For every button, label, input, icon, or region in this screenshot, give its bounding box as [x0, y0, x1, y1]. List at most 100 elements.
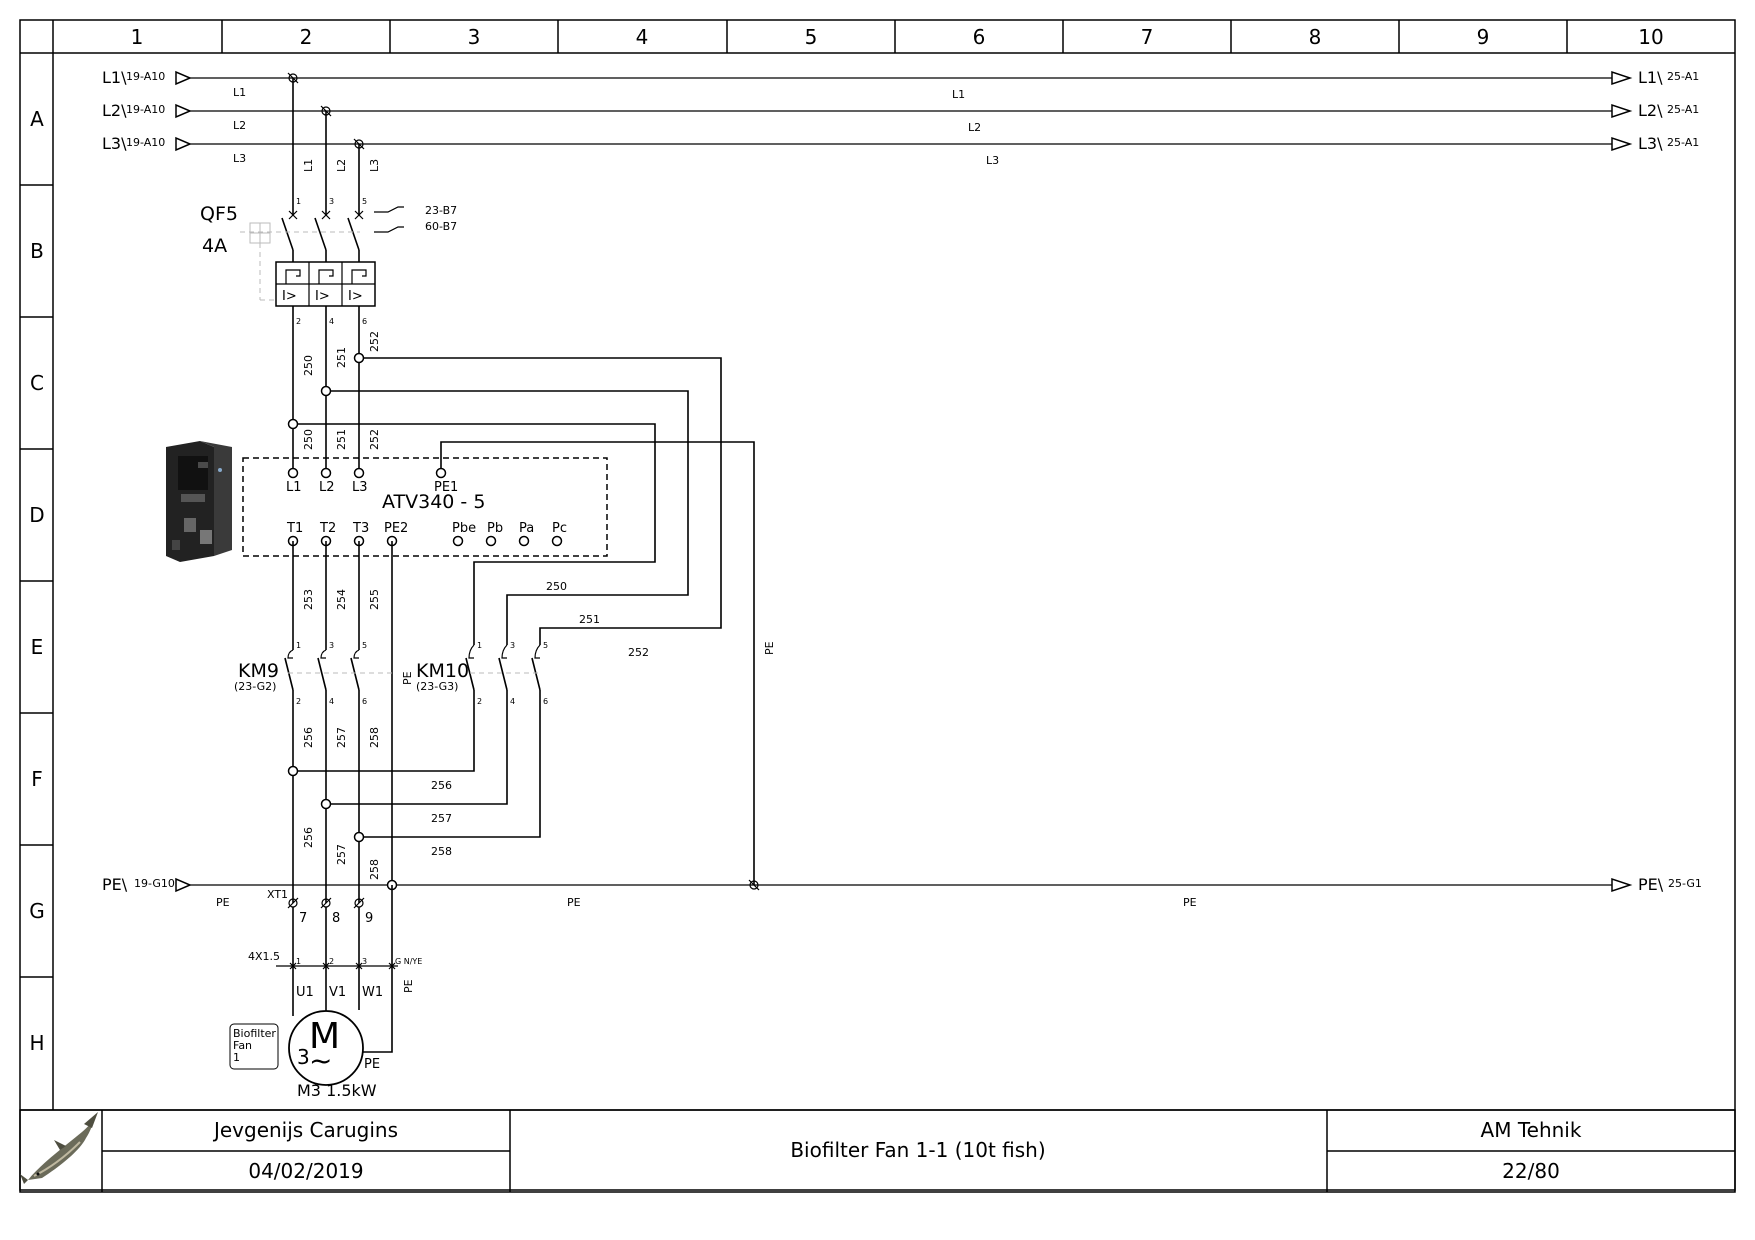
l3-output-ref: 25-A1 [1667, 136, 1699, 149]
drive-terminal-label: PE2 [384, 521, 408, 536]
drive-terminal-label: PE1 [434, 480, 458, 495]
l1-input-label: L1\ [102, 68, 127, 87]
busbar-tap-cross [287, 72, 365, 150]
l3-input-label: L3\ [102, 134, 127, 153]
drive-terminal-label: T2 [319, 521, 336, 536]
l1-output-label: L1\ [1638, 68, 1663, 87]
motor-symbol: M [309, 1016, 340, 1057]
bus-wire-label: L1 [233, 86, 246, 99]
l1-output-ref: 25-A1 [1667, 70, 1699, 83]
wire-number: 258 [431, 845, 452, 858]
pin-number: 3 [510, 641, 515, 650]
title-block: Jevgenijs Carugins 04/02/2019 Biofilter … [19, 1109, 1736, 1193]
pe-input-arrow [175, 877, 192, 893]
wire-number: 256 [302, 727, 315, 748]
pin-number: 1 [296, 641, 301, 650]
l2-input-ref: 19-A10 [126, 103, 165, 116]
bus-wire-label: PE [567, 896, 581, 909]
wire-number: 251 [335, 347, 348, 368]
wire-number: 258 [368, 727, 381, 748]
supply-busbars [175, 70, 1633, 893]
bus-wire-label: L2 [968, 121, 981, 134]
l2-output-ref: 25-A1 [1667, 103, 1699, 116]
drive-terminal-label: Pb [487, 521, 503, 536]
pe-input-ref: 19-G10 [134, 877, 175, 890]
wire-number: 254 [335, 589, 348, 610]
drive-to-km9-wiring: 253 254 255 PE [292, 541, 414, 885]
l1-input-arrow [175, 70, 192, 86]
pin-number: 2 [477, 697, 482, 706]
pin-number: 2 [296, 317, 301, 326]
wire-number: 251 [335, 429, 348, 450]
motor-phases: 3 [297, 1045, 310, 1069]
column-label: 9 [1477, 25, 1490, 49]
row-label: D [29, 503, 44, 527]
bus-wire-label: L3 [986, 154, 999, 167]
motor-rating: M3 1.5kW [297, 1081, 377, 1100]
wire-number: 255 [368, 589, 381, 610]
drive-terminal-label: T1 [286, 521, 303, 536]
wire-number: 258 [368, 859, 381, 880]
fish-logo-icon [20, 1112, 98, 1184]
wire-number: 256 [302, 827, 315, 848]
pin-number: 3 [329, 641, 334, 650]
page-number: 22/80 [1502, 1159, 1560, 1183]
overcurrent-trip-symbol: I> [348, 289, 363, 304]
drive-product-image [166, 441, 232, 562]
column-label: 8 [1309, 25, 1322, 49]
row-labels: A B C D E F G H [29, 107, 45, 1055]
l1-input-ref: 19-A10 [126, 70, 165, 83]
supply-labels: L1\ 19-A10 L2\ 19-A10 L3\ 19-A10 PE\ 19-… [102, 68, 1702, 909]
bus-wire-label: L2 [233, 119, 246, 132]
tap-wire-label: L2 [335, 159, 348, 172]
column-label: 4 [636, 25, 649, 49]
pe-output-label: PE\ [1638, 875, 1664, 894]
row-label: F [31, 767, 43, 791]
aux-contact-ref: 60-B7 [425, 220, 457, 233]
l2-input-arrow [175, 103, 192, 119]
column-label: 6 [973, 25, 986, 49]
pin-number: 3 [329, 197, 334, 206]
wire-number: PE [763, 641, 776, 655]
contactor-ref: (23-G3) [416, 680, 458, 693]
wire-number: 257 [335, 727, 348, 748]
motor-cable: 4X1.5 1 2 3 G N/YE PE [248, 950, 422, 993]
column-label: 5 [805, 25, 818, 49]
bus-wire-label: PE [216, 896, 230, 909]
author-name: Jevgenijs Carugins [212, 1118, 398, 1142]
tap-wire-label: L3 [368, 159, 381, 172]
pin-number: 4 [329, 697, 334, 706]
pin-number: 6 [362, 697, 367, 706]
contactor-ref: (23-G2) [234, 680, 276, 693]
pin-number: 4 [329, 317, 334, 326]
drawing-date: 04/02/2019 [248, 1159, 363, 1183]
contactor-tag: KM10 [416, 660, 469, 682]
pe-tap-cross [748, 879, 760, 891]
motor-function-label: Biofilter [233, 1027, 276, 1040]
motor-function-label: Fan [233, 1039, 252, 1052]
drawing-title: Biofilter Fan 1-1 (10t fish) [790, 1138, 1045, 1162]
contactor-output-wiring: 256 257 258 256 257 258 256 257 258 [287, 690, 760, 903]
motor-terminal-label: V1 [329, 985, 346, 1000]
motor-pe-label: PE [364, 1057, 380, 1072]
l2-output-arrow [1611, 103, 1633, 119]
drive-name: ATV340 - 5 [382, 491, 485, 513]
contactor-km9: 1 3 5 KM9 (23-G2) 2 4 6 [234, 641, 392, 706]
overcurrent-trip-symbol: I> [282, 289, 297, 304]
l2-output-label: L2\ [1638, 101, 1663, 120]
drive-terminal-label: Pc [552, 521, 567, 536]
pin-number: 2 [296, 697, 301, 706]
breaker-rating: 4A [202, 235, 227, 257]
contactor-tag: KM9 [238, 660, 279, 682]
column-label: 3 [468, 25, 481, 49]
l3-input-ref: 19-A10 [126, 136, 165, 149]
column-label: 2 [300, 25, 313, 49]
pin-number: 5 [362, 641, 367, 650]
cable-core: 1 [296, 957, 301, 966]
pin-number: 1 [477, 641, 482, 650]
bus-wire-label: L1 [952, 88, 965, 101]
terminal-number: 7 [299, 911, 307, 926]
contactor-km10: 1 3 5 KM10 (23-G3) 2 4 6 [416, 641, 548, 706]
row-label: C [30, 371, 44, 395]
drive-terminal-label: T3 [352, 521, 369, 536]
